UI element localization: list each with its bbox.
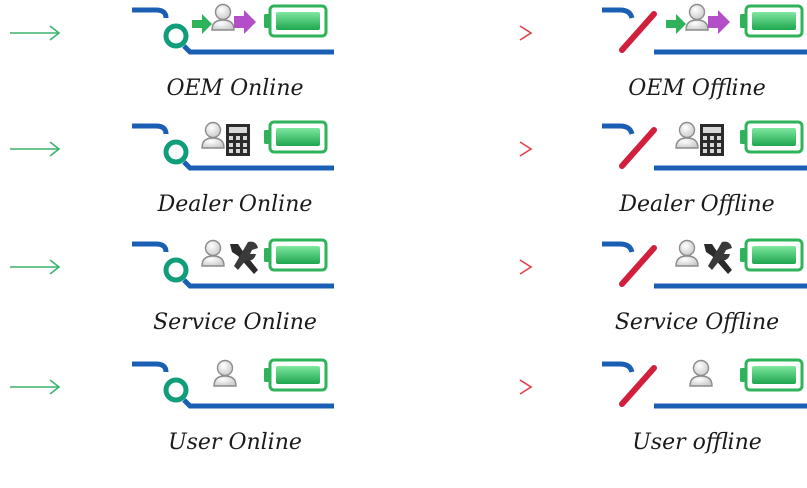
arrow-right-icon: [10, 141, 61, 157]
user-online-icon: [132, 358, 334, 409]
arrow-right-icon: [10, 25, 61, 41]
status-label-offline: User offline: [632, 430, 762, 455]
status-label-online: OEM Online: [166, 76, 304, 101]
service-online-icon: [132, 238, 334, 289]
status-row-dealer: Dealer Online Dealer Offline: [0, 116, 807, 226]
dealer-online-icon: [132, 120, 334, 171]
status-label-offline: Service Offline: [614, 310, 780, 335]
arrow-right-icon: [10, 379, 61, 395]
status-label-offline: OEM Offline: [628, 76, 766, 101]
status-label-online: User Online: [168, 430, 302, 455]
status-row-user: User Online User offline: [0, 354, 807, 464]
service-offline-icon: [602, 238, 807, 289]
dealer-offline-icon: [602, 120, 807, 171]
oem-offline-icon: [602, 3, 807, 55]
oem-online-icon: [132, 3, 334, 55]
transition-arrow-icon: [394, 259, 533, 275]
user-offline-icon: [602, 358, 807, 409]
arrow-right-icon: [10, 259, 61, 275]
transition-arrow-icon: [394, 379, 533, 395]
status-label-offline: Dealer Offline: [619, 192, 775, 217]
status-label-online: Service Online: [153, 310, 317, 335]
transition-arrow-icon: [394, 141, 533, 157]
status-row-oem: OEM Online OEM Offline: [0, 0, 807, 110]
status-label-online: Dealer Online: [157, 192, 313, 217]
transition-arrow-icon: [394, 25, 533, 41]
status-row-service: Service Online Service Offline: [0, 234, 807, 344]
